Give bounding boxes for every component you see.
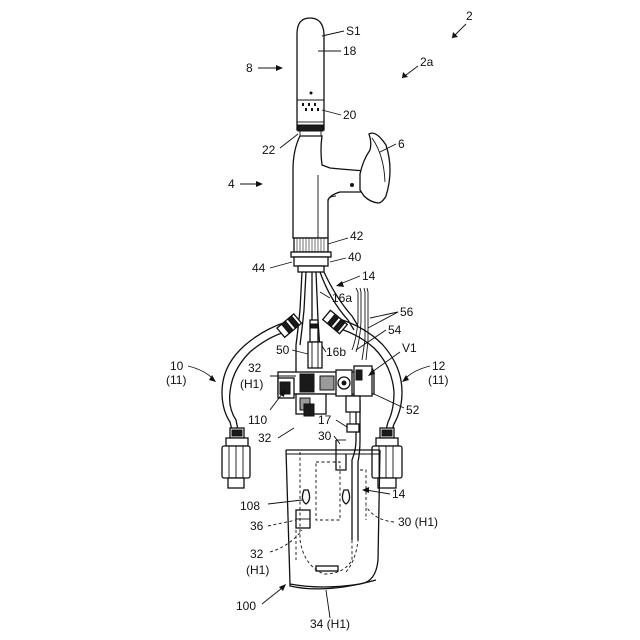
label-52: 52: [406, 403, 420, 417]
label-56: 56: [400, 305, 414, 319]
label-17: 17: [318, 413, 332, 427]
label-42: 42: [350, 229, 364, 243]
label-2: 2: [466, 9, 473, 23]
label-14-top: 14: [362, 269, 376, 283]
spout-head: [297, 18, 324, 136]
label-2a: 2a: [420, 55, 434, 69]
label-30: 30: [318, 429, 332, 443]
label-10: 10: [170, 359, 184, 373]
label-32-low: 32: [250, 547, 264, 561]
label-14-bottom: 14: [392, 487, 406, 501]
label-16a: 16a: [332, 291, 352, 305]
label-30-h1: 30 (H1): [398, 515, 438, 529]
label-32-mid: 32: [258, 431, 272, 445]
sensor-cables: [352, 288, 368, 360]
label-v1: V1: [402, 341, 417, 355]
label-54: 54: [388, 323, 402, 337]
left-supply-hose: [222, 314, 302, 488]
label-6: 6: [398, 137, 405, 151]
label-12: 12: [432, 359, 446, 373]
label-16b: 16b: [326, 345, 346, 359]
label-4: 4: [228, 177, 235, 191]
label-s1: S1: [346, 24, 361, 38]
label-40: 40: [348, 250, 362, 264]
label-34-h1: 34 (H1): [310, 617, 350, 631]
label-44: 44: [252, 261, 266, 275]
label-8: 8: [246, 61, 253, 75]
label-110: 110: [248, 413, 267, 427]
label-18: 18: [343, 44, 357, 58]
label-108: 108: [240, 499, 260, 513]
label-50: 50: [276, 343, 290, 357]
label-36: 36: [250, 519, 264, 533]
label-32-top: 32: [248, 361, 262, 375]
label-11-right: (11): [428, 373, 448, 387]
label-h1-low: (H1): [246, 563, 269, 577]
label-22: 22: [262, 143, 276, 157]
label-20: 20: [343, 108, 357, 122]
mounting-nut: [291, 238, 331, 272]
label-h1-top: (H1): [240, 377, 263, 391]
label-11-left: (11): [166, 373, 186, 387]
label-100: 100: [236, 599, 256, 613]
